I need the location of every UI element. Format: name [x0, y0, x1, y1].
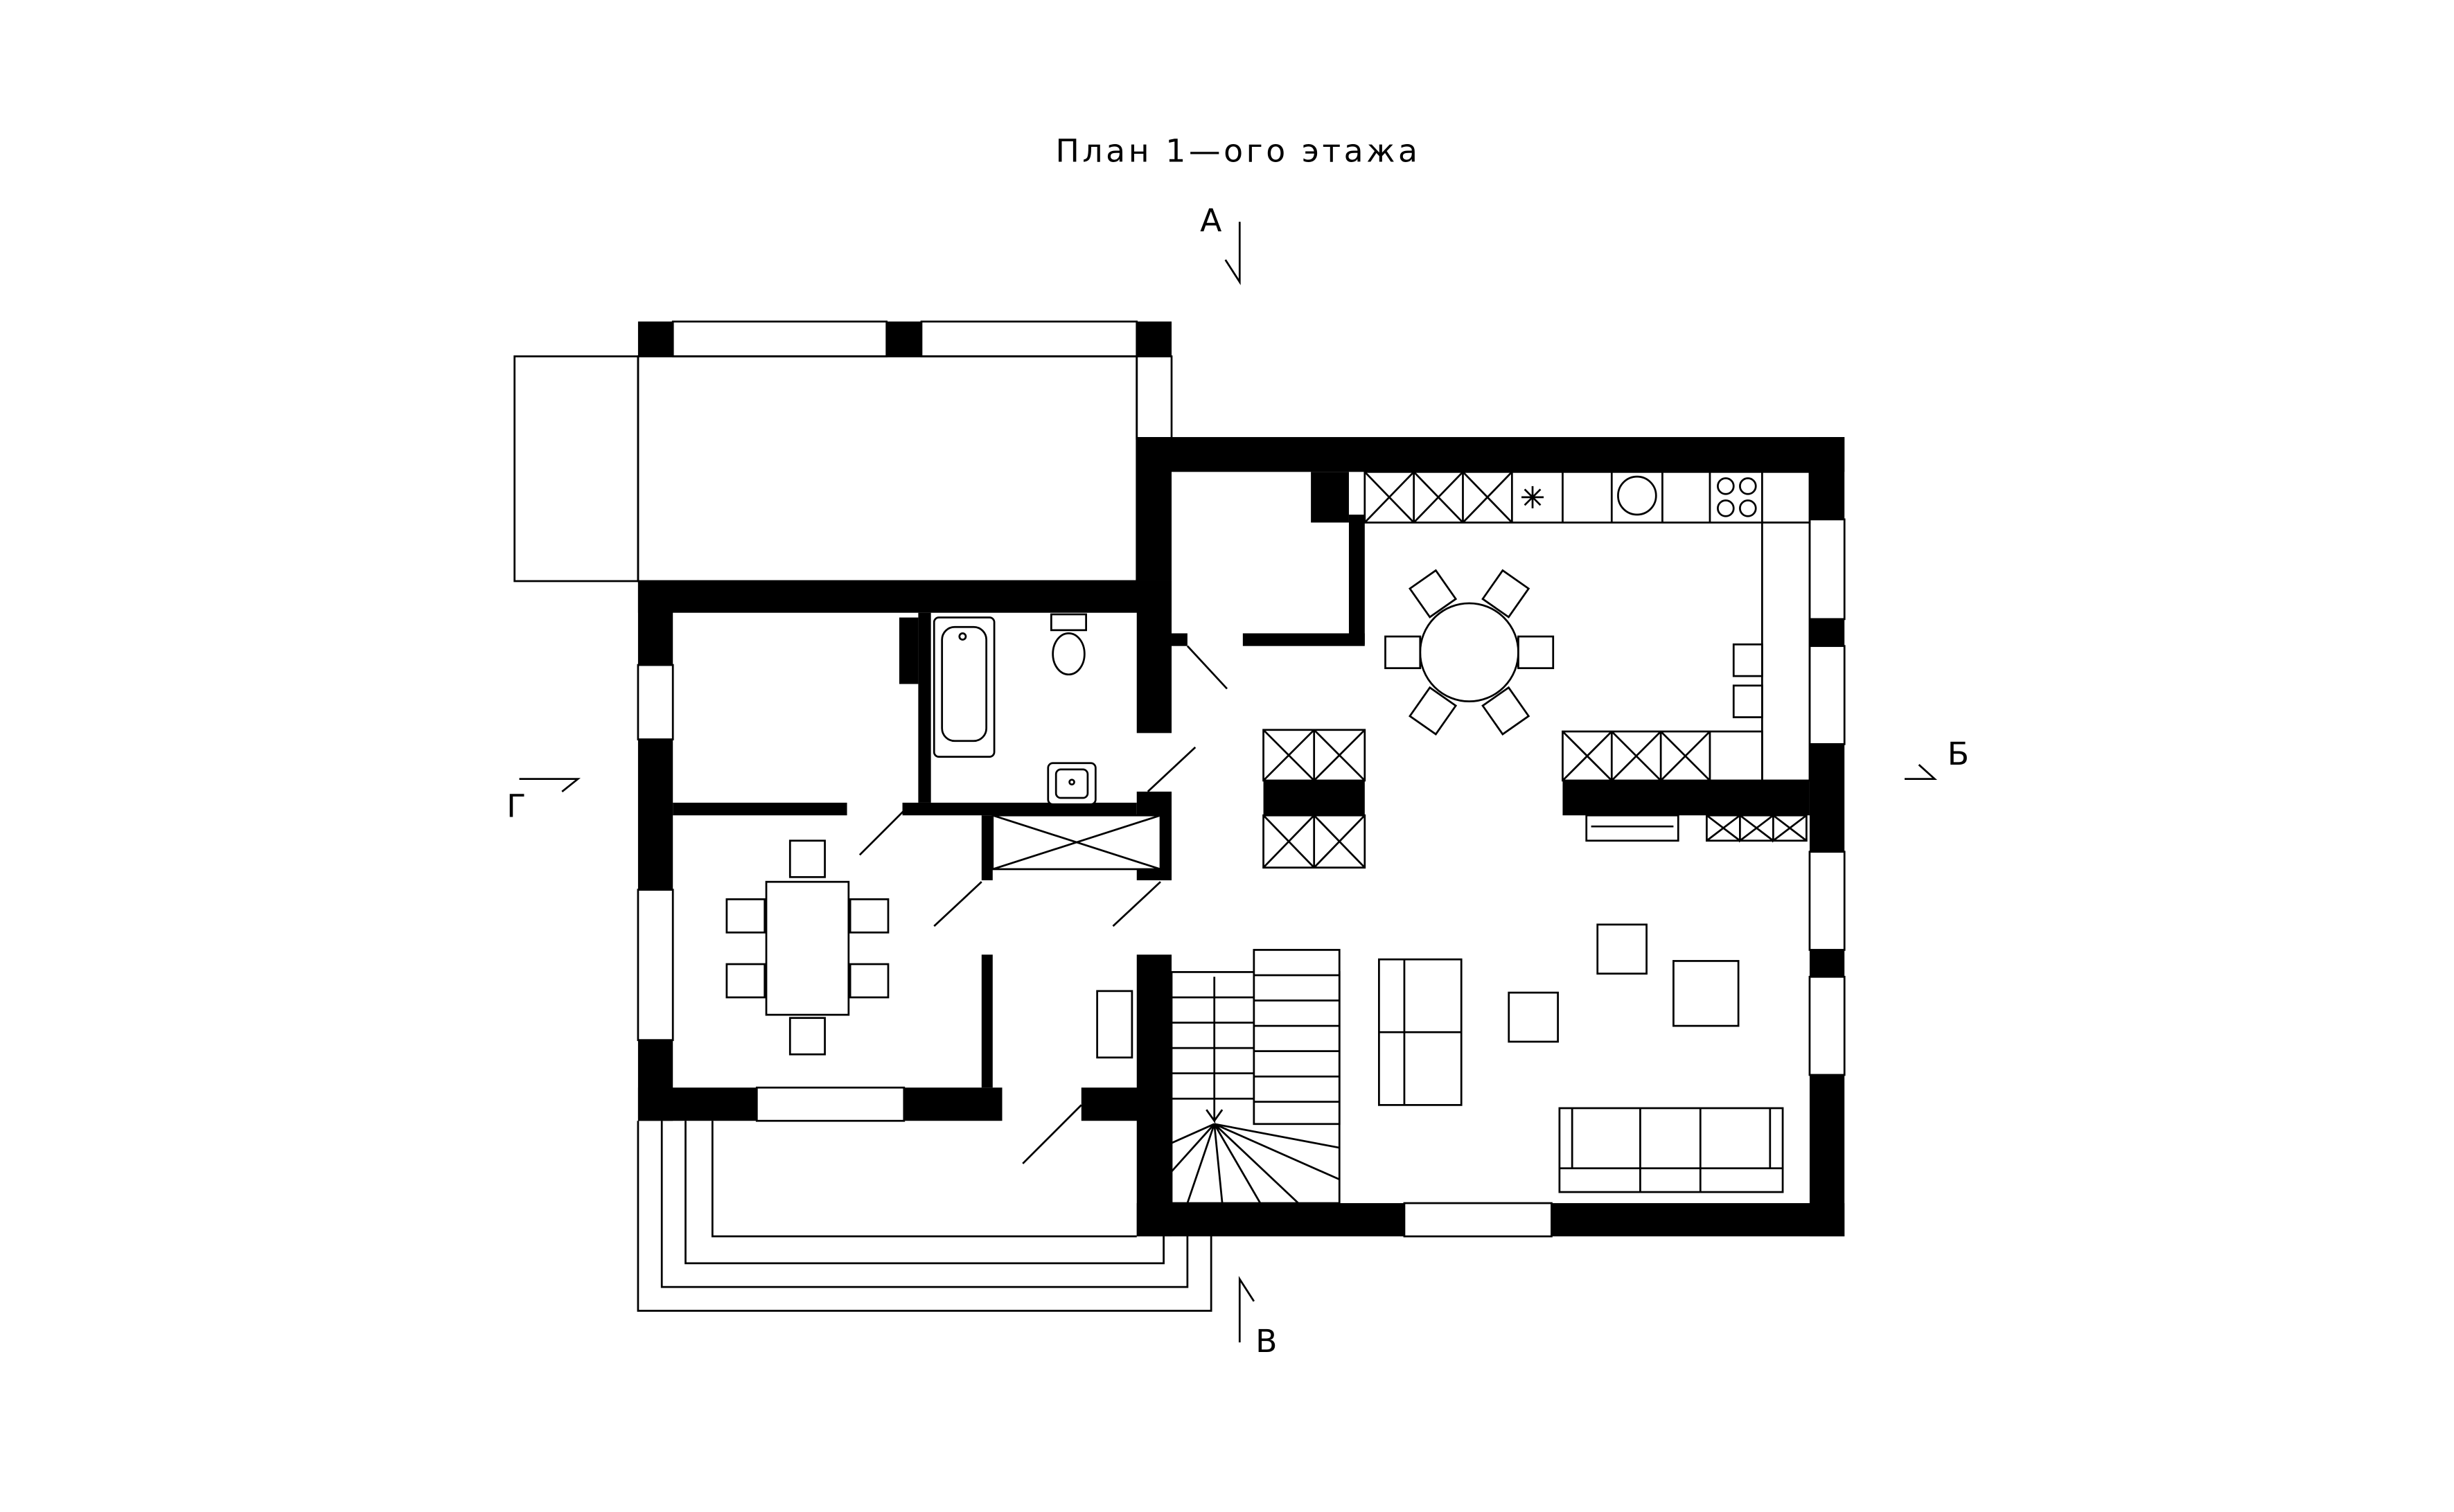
svg-text:В: В — [1255, 1323, 1280, 1360]
section-mark-v: В — [1238, 1276, 1280, 1360]
door-swings — [858, 645, 1228, 1164]
terrace — [513, 320, 1173, 582]
svg-text:Б: Б — [1948, 736, 1972, 772]
svg-text:Г: Г — [506, 788, 529, 824]
ottoman — [1508, 991, 1559, 1043]
section-mark-g: Г — [506, 778, 581, 824]
plan-title: План 1—ого этажа — [1055, 132, 1420, 169]
section-mark-b: Б — [1905, 736, 1972, 781]
staircase — [1170, 949, 1341, 1204]
coffee-table — [1672, 960, 1740, 1027]
hall-cabinet — [1096, 990, 1133, 1059]
sofa — [1558, 1107, 1784, 1193]
walls — [637, 437, 1846, 1238]
porch-steps — [637, 1121, 1212, 1312]
sink-bowl — [1617, 475, 1657, 516]
section-mark-a: А — [1200, 202, 1241, 285]
living-room-furniture — [1378, 923, 1784, 1193]
ottoman — [1596, 923, 1648, 975]
svg-text:А: А — [1200, 202, 1225, 239]
kitchen — [1363, 470, 1811, 843]
bathroom-fixtures — [933, 613, 1097, 806]
round-dining-table — [1384, 569, 1555, 736]
bathtub — [933, 616, 996, 758]
storage-boxes — [991, 729, 1366, 871]
toilet — [1052, 632, 1086, 676]
dining-table — [725, 839, 890, 1056]
